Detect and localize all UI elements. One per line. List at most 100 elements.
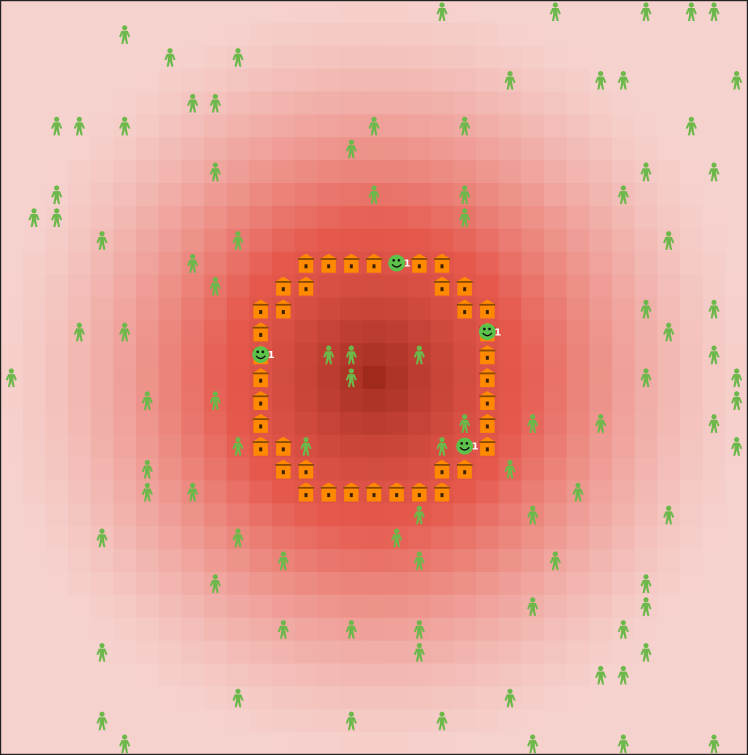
heat-cell: [113, 663, 136, 686]
heat-cell: [227, 572, 250, 595]
heat-cell: [363, 229, 386, 252]
heat-cell: [363, 663, 386, 686]
heat-cell: [612, 412, 635, 435]
heat-cell: [499, 641, 522, 664]
heat-cell: [521, 275, 544, 298]
heat-cell: [68, 572, 91, 595]
heat-cell: [521, 549, 544, 572]
heat-cell: [635, 343, 658, 366]
heat-cell: [45, 503, 68, 526]
heat-cell: [680, 412, 703, 435]
heat-cell: [408, 183, 431, 206]
heat-cell: [249, 458, 272, 481]
heat-cell: [567, 549, 590, 572]
heat-cell: [0, 229, 23, 252]
heat-cell: [45, 709, 68, 732]
heat-cell: [431, 732, 454, 755]
heat-cell: [703, 686, 726, 709]
heat-cell: [363, 618, 386, 641]
heat-cell: [340, 389, 363, 412]
heat-cell: [453, 503, 476, 526]
heat-cell: [408, 160, 431, 183]
heat-cell: [612, 686, 635, 709]
heat-cell: [249, 69, 272, 92]
heat-cell: [0, 663, 23, 686]
heat-cell: [499, 23, 522, 46]
heat-cell: [521, 229, 544, 252]
heat-cell: [68, 412, 91, 435]
heat-cell: [295, 618, 318, 641]
heat-cell: [567, 412, 590, 435]
heat-cell: [385, 183, 408, 206]
heat-cell: [657, 275, 680, 298]
heat-cell: [0, 458, 23, 481]
heat-cell: [499, 92, 522, 115]
heat-cell: [136, 343, 159, 366]
heat-cell: [612, 709, 635, 732]
heat-cell: [204, 549, 227, 572]
heat-cell: [363, 275, 386, 298]
heat-cell: [295, 160, 318, 183]
heat-cell: [453, 46, 476, 69]
heat-cell: [385, 549, 408, 572]
heat-cell: [544, 641, 567, 664]
heat-cell: [499, 435, 522, 458]
heat-cell: [68, 732, 91, 755]
heat-cell: [159, 412, 182, 435]
heat-cell: [181, 114, 204, 137]
heat-cell: [453, 160, 476, 183]
heat-cell: [612, 526, 635, 549]
heat-cell: [635, 503, 658, 526]
heat-cell: [113, 389, 136, 412]
heat-cell: [544, 229, 567, 252]
heat-cell: [703, 69, 726, 92]
heat-cell: [544, 458, 567, 481]
heat-cell: [431, 92, 454, 115]
heat-cell: [521, 114, 544, 137]
heat-cell: [227, 320, 250, 343]
heat-cell: [589, 618, 612, 641]
heat-cell: [272, 114, 295, 137]
heat-cell: [363, 686, 386, 709]
heat-cell: [272, 709, 295, 732]
heat-cell: [227, 343, 250, 366]
heat-cell: [159, 435, 182, 458]
heat-cell: [68, 709, 91, 732]
heat-cell: [249, 709, 272, 732]
heat-cell: [136, 663, 159, 686]
heat-cell: [204, 137, 227, 160]
heat-cell: [68, 595, 91, 618]
heat-cell: [589, 160, 612, 183]
heat-cell: [227, 458, 250, 481]
heat-cell: [295, 183, 318, 206]
heat-cell: [68, 618, 91, 641]
heat-cell: [431, 114, 454, 137]
heat-cell: [23, 160, 46, 183]
heat-cell: [181, 435, 204, 458]
heat-cell: [0, 23, 23, 46]
heat-cell: [68, 389, 91, 412]
heat-cell: [113, 503, 136, 526]
heat-cell: [499, 526, 522, 549]
heat-cell: [363, 549, 386, 572]
heat-cell: [635, 549, 658, 572]
heat-cell: [612, 229, 635, 252]
heat-cell: [159, 480, 182, 503]
heat-cell: [0, 160, 23, 183]
heat-cell: [521, 320, 544, 343]
heat-cell: [45, 229, 68, 252]
heat-cell: [340, 297, 363, 320]
heat-cell: [295, 69, 318, 92]
heat-cell: [680, 160, 703, 183]
heat-cell: [476, 732, 499, 755]
heat-cell: [295, 526, 318, 549]
heat-cell: [113, 0, 136, 23]
heat-cell: [159, 503, 182, 526]
heat-cell: [453, 69, 476, 92]
heat-cell: [567, 572, 590, 595]
heat-cell: [249, 92, 272, 115]
heat-cell: [227, 0, 250, 23]
heat-cell: [181, 389, 204, 412]
heat-cell: [272, 389, 295, 412]
